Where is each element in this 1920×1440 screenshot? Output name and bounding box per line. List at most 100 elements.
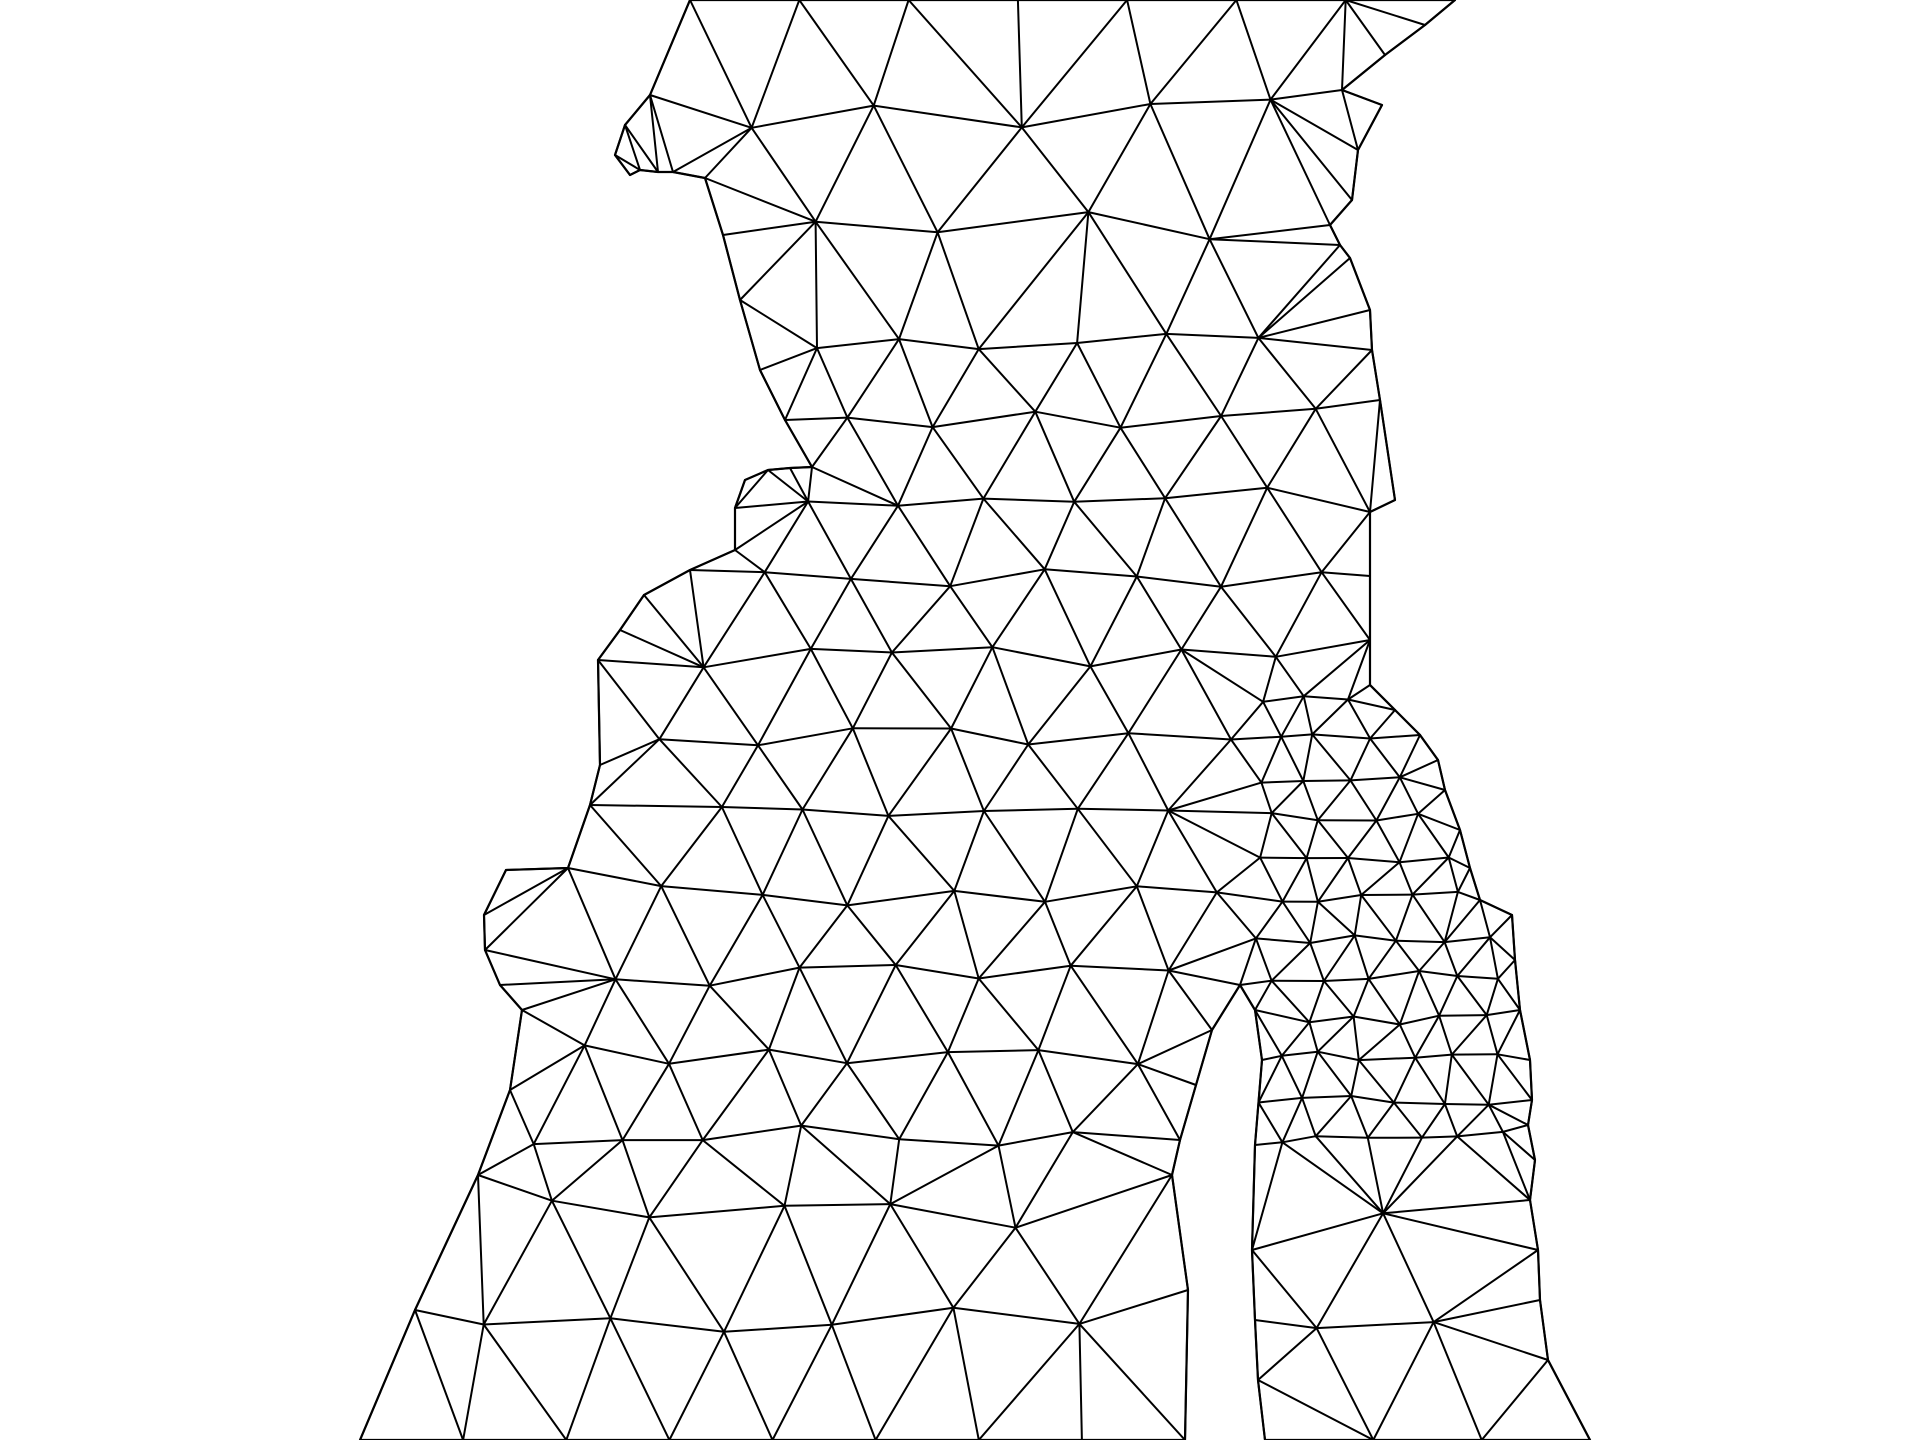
mesh-edge [1357, 1056, 1417, 1062]
mesh-edge [950, 646, 994, 730]
mesh-edge [816, 347, 849, 419]
mesh-edge [1043, 500, 1076, 571]
mesh-edge [1352, 1015, 1360, 1062]
mesh-edge [1398, 776, 1420, 815]
mesh-edge [599, 738, 661, 766]
mesh-edge [800, 1062, 848, 1127]
mesh-edge [1347, 857, 1401, 864]
mesh-edge [550, 1199, 612, 1320]
mesh-edge [1269, 98, 1359, 151]
mesh-edge [846, 416, 899, 507]
mesh-edge [672, 126, 753, 173]
mesh-edge [1347, 857, 1363, 896]
mesh-edge [1456, 975, 1499, 980]
mesh-edge [763, 571, 852, 580]
mesh-edge [1220, 336, 1260, 417]
mesh-edge [1270, 780, 1305, 815]
mesh-edge [1489, 936, 1499, 980]
mesh-edge [708, 893, 764, 987]
mesh-edge [567, 867, 663, 888]
mesh-edge [597, 659, 705, 669]
mesh-edge [767, 1048, 803, 1127]
mesh-edge [1257, 1327, 1318, 1381]
mesh-edge [807, 466, 813, 503]
mesh-edge [846, 814, 890, 907]
mesh-edge [1350, 1059, 1360, 1097]
mesh-edge [887, 727, 953, 817]
mesh-edge [1076, 332, 1168, 344]
mesh-edge [897, 504, 952, 588]
mesh-edge [953, 889, 980, 980]
mesh-edge [897, 426, 934, 507]
mesh-edge [890, 585, 952, 654]
mesh-edge [1375, 819, 1401, 864]
mesh-edge [1076, 807, 1138, 888]
mesh-edge [1076, 807, 1170, 812]
mesh-edge [1076, 732, 1130, 810]
mesh-edge [1078, 1322, 1083, 1440]
mesh-edge [1281, 1141, 1385, 1215]
mesh-edge [1044, 885, 1138, 903]
mesh-edge [668, 984, 711, 1065]
mesh-edge [1230, 738, 1263, 784]
mesh-edge [1078, 1322, 1186, 1440]
mesh-edge [1037, 964, 1072, 1052]
mesh-edge [1367, 977, 1401, 1026]
mesh-edge [783, 1124, 803, 1207]
mesh-edge [1257, 1101, 1284, 1144]
mesh-edge [982, 743, 1030, 812]
mesh-edge [1394, 939, 1421, 972]
mesh-edge [532, 1139, 624, 1146]
mesh-edge [977, 977, 1040, 1052]
mesh-edge [1456, 936, 1491, 977]
mesh-edge [702, 647, 812, 669]
mesh-edge [1136, 969, 1170, 1066]
mesh-edge [1496, 1053, 1533, 1101]
mesh-edge [1367, 970, 1421, 980]
mesh-edge [1352, 1015, 1401, 1026]
mesh-edge [1443, 1103, 1459, 1138]
mesh-edge [894, 964, 949, 1054]
mesh-edge [801, 808, 890, 817]
mesh-edge [1382, 1212, 1435, 1324]
mesh-edge [1305, 819, 1319, 860]
mesh-edge [830, 1323, 877, 1440]
mesh-edge [462, 1323, 485, 1440]
mesh-edge [1347, 684, 1371, 701]
mesh-edge [1164, 497, 1222, 588]
mesh-edge [814, 220, 818, 350]
mesh-edge [1352, 977, 1370, 1018]
mesh-edge [509, 1089, 535, 1146]
mesh-edge [846, 889, 956, 907]
mesh-edge [1257, 1379, 1375, 1440]
mesh-edge [708, 966, 801, 987]
mesh-edge [1266, 486, 1323, 574]
mesh-edge [484, 867, 569, 951]
mesh-edge [1347, 639, 1371, 701]
mesh-edge [689, 569, 766, 574]
mesh-edge [701, 1048, 770, 1142]
mesh-edge [846, 904, 897, 966]
mesh-edge [589, 804, 723, 808]
mesh-edge [660, 885, 764, 896]
mesh-edge [977, 342, 1079, 351]
mesh-edge [846, 964, 897, 1065]
mesh-edge [1167, 781, 1263, 812]
mesh-edge [800, 1124, 901, 1141]
mesh-edge [734, 500, 810, 551]
mesh-edge [1456, 975, 1488, 1017]
mesh-edge [720, 806, 804, 811]
mesh-edge [1316, 857, 1349, 903]
mesh-edge [1076, 342, 1122, 429]
mesh-edge [1254, 979, 1273, 1011]
mesh-edge [1375, 776, 1401, 822]
mesh-edge [1167, 738, 1232, 812]
mesh-edge [609, 1216, 651, 1320]
mesh-edge [798, 966, 848, 1065]
mesh-edge [872, 104, 1023, 129]
mesh-edge [1316, 1050, 1360, 1062]
mesh-edge [1044, 807, 1079, 903]
mesh-edge [1369, 734, 1421, 740]
mesh-edge [1165, 332, 1223, 417]
mesh-edge [1014, 1174, 1173, 1229]
